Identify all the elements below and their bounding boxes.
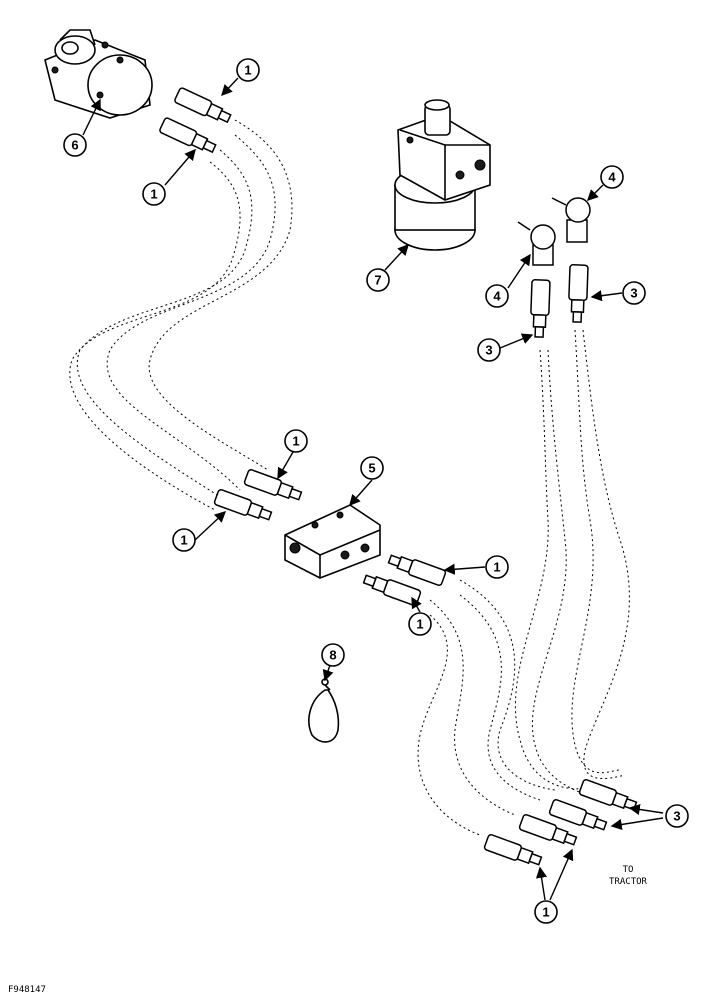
- callout-1-valve-top: 1: [284, 429, 308, 453]
- callout-1-upper: 1: [142, 182, 166, 206]
- svg-text:8: 8: [329, 648, 336, 663]
- callout-3-left: 3: [477, 338, 501, 362]
- destination-label-line1: TO: [623, 865, 634, 875]
- callout-4-left: 4: [485, 284, 509, 308]
- callout-8: 8: [321, 643, 345, 667]
- svg-text:1: 1: [416, 617, 423, 632]
- callout-6: 6: [63, 133, 87, 157]
- clip-8: [308, 678, 340, 743]
- callout-4-right: 4: [600, 165, 624, 189]
- svg-text:1: 1: [493, 560, 500, 575]
- callout-7: 7: [366, 268, 390, 292]
- callout-1-bottom: 1: [534, 900, 558, 924]
- motor-7: [394, 99, 491, 251]
- svg-text:1: 1: [150, 187, 157, 202]
- figure-id: F948147: [8, 985, 46, 995]
- callout-1-top: 1: [236, 58, 260, 82]
- svg-text:3: 3: [485, 343, 492, 358]
- callout-5: 5: [360, 456, 384, 480]
- svg-text:4: 4: [493, 289, 501, 304]
- callout-1-valve-right: 1: [485, 555, 509, 579]
- svg-text:1: 1: [244, 63, 251, 78]
- fittings-1: [159, 87, 578, 866]
- svg-text:5: 5: [368, 461, 375, 476]
- motor-6: [44, 29, 153, 119]
- svg-text:6: 6: [71, 138, 78, 153]
- svg-text:1: 1: [180, 533, 187, 548]
- svg-text:1: 1: [292, 434, 299, 449]
- callouts: 1 1 6 7 4 4 3 3 1 5 1 1 1 8 3 1: [63, 58, 689, 924]
- callout-3-right: 3: [622, 281, 646, 305]
- destination-label-line2: TRACTOR: [609, 877, 648, 887]
- svg-text:7: 7: [374, 273, 381, 288]
- fittings-3: [530, 264, 638, 831]
- leaders: [82, 77, 664, 901]
- callout-3-bottom: 3: [665, 804, 689, 828]
- valve-block-5: [284, 504, 381, 579]
- svg-text:3: 3: [630, 286, 637, 301]
- callout-1-valve-left: 1: [172, 528, 196, 552]
- hoses: [69, 119, 630, 836]
- svg-text:4: 4: [608, 170, 616, 185]
- svg-text:1: 1: [542, 905, 549, 920]
- fittings-4: [517, 197, 591, 266]
- svg-text:3: 3: [673, 809, 680, 824]
- callout-1-valve-bottom: 1: [408, 612, 432, 636]
